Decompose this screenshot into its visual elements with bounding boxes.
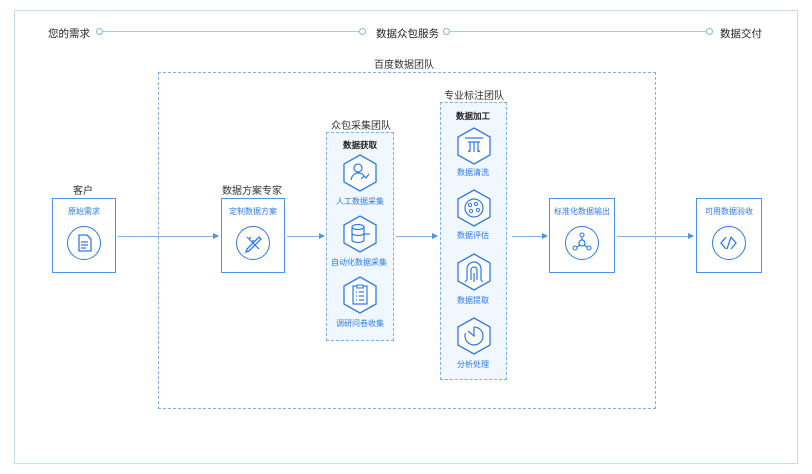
- flow-arrow: [118, 233, 219, 239]
- timeline-dot: [443, 28, 450, 35]
- timeline-dot: [96, 28, 103, 35]
- label-team-title: 专业标注团队: [444, 91, 504, 102]
- extract-icon: [457, 253, 491, 291]
- timeline-stage-crowdsourcing: 数据众包服务: [376, 28, 439, 40]
- output-node-label: 标准化数据输出: [554, 207, 610, 216]
- palette-icon: [457, 189, 491, 227]
- expert-node: 定制数据方案: [221, 198, 285, 273]
- label-item-label: 数据清洗: [457, 168, 489, 177]
- crowd-team-title: 众包采集团队: [331, 121, 391, 132]
- flow-arrow: [617, 233, 694, 239]
- checklist-icon: [343, 276, 377, 314]
- pencil-ruler-icon: [236, 226, 270, 260]
- flow-arrow: [287, 233, 325, 239]
- database-icon: [343, 215, 377, 253]
- person-chart-icon: [343, 154, 377, 192]
- network-icon: [565, 226, 599, 260]
- acceptance-node-label: 可用数据验收: [705, 207, 753, 216]
- label-item-label: 分析处理: [457, 360, 489, 369]
- pie-chart-icon: [457, 317, 491, 355]
- crowd-item-label: 人工数据采集: [336, 197, 384, 206]
- document-icon: [67, 226, 101, 260]
- flow-arrow: [512, 233, 548, 239]
- timeline-stage-delivery: 数据交付: [720, 28, 762, 40]
- customer-node-label: 原始需求: [68, 207, 100, 216]
- flow-arrow: [396, 233, 438, 239]
- crowd-item-label: 调研问卷收集: [336, 319, 384, 328]
- outer-team-box: [158, 72, 656, 409]
- double-chevron-icon: [712, 226, 746, 260]
- timeline-line: [103, 31, 359, 32]
- crowd-item-label: 自动化数据采集: [331, 258, 387, 267]
- timeline-stage-your-needs: 您的需求: [48, 28, 90, 40]
- expert-node-label: 定制数据方案: [229, 207, 277, 216]
- label-item-label: 数据评估: [457, 231, 489, 240]
- output-node: 标准化数据输出: [549, 198, 615, 273]
- shower-icon: [457, 127, 491, 165]
- label-section-title: 数据加工: [456, 112, 491, 122]
- crowd-section-title: 数据获取: [343, 141, 378, 151]
- expert-title: 数据方案专家: [222, 186, 282, 197]
- customer-title: 客户: [73, 186, 93, 197]
- acceptance-node: 可用数据验收: [696, 198, 762, 273]
- customer-node: 原始需求: [52, 198, 116, 273]
- timeline-line: [450, 31, 706, 32]
- diagram-frame: [14, 10, 798, 464]
- timeline-dot: [706, 28, 713, 35]
- label-item-label: 数据提取: [457, 296, 489, 305]
- outer-team-title: 百度数据团队: [374, 60, 434, 71]
- timeline-dot: [359, 28, 366, 35]
